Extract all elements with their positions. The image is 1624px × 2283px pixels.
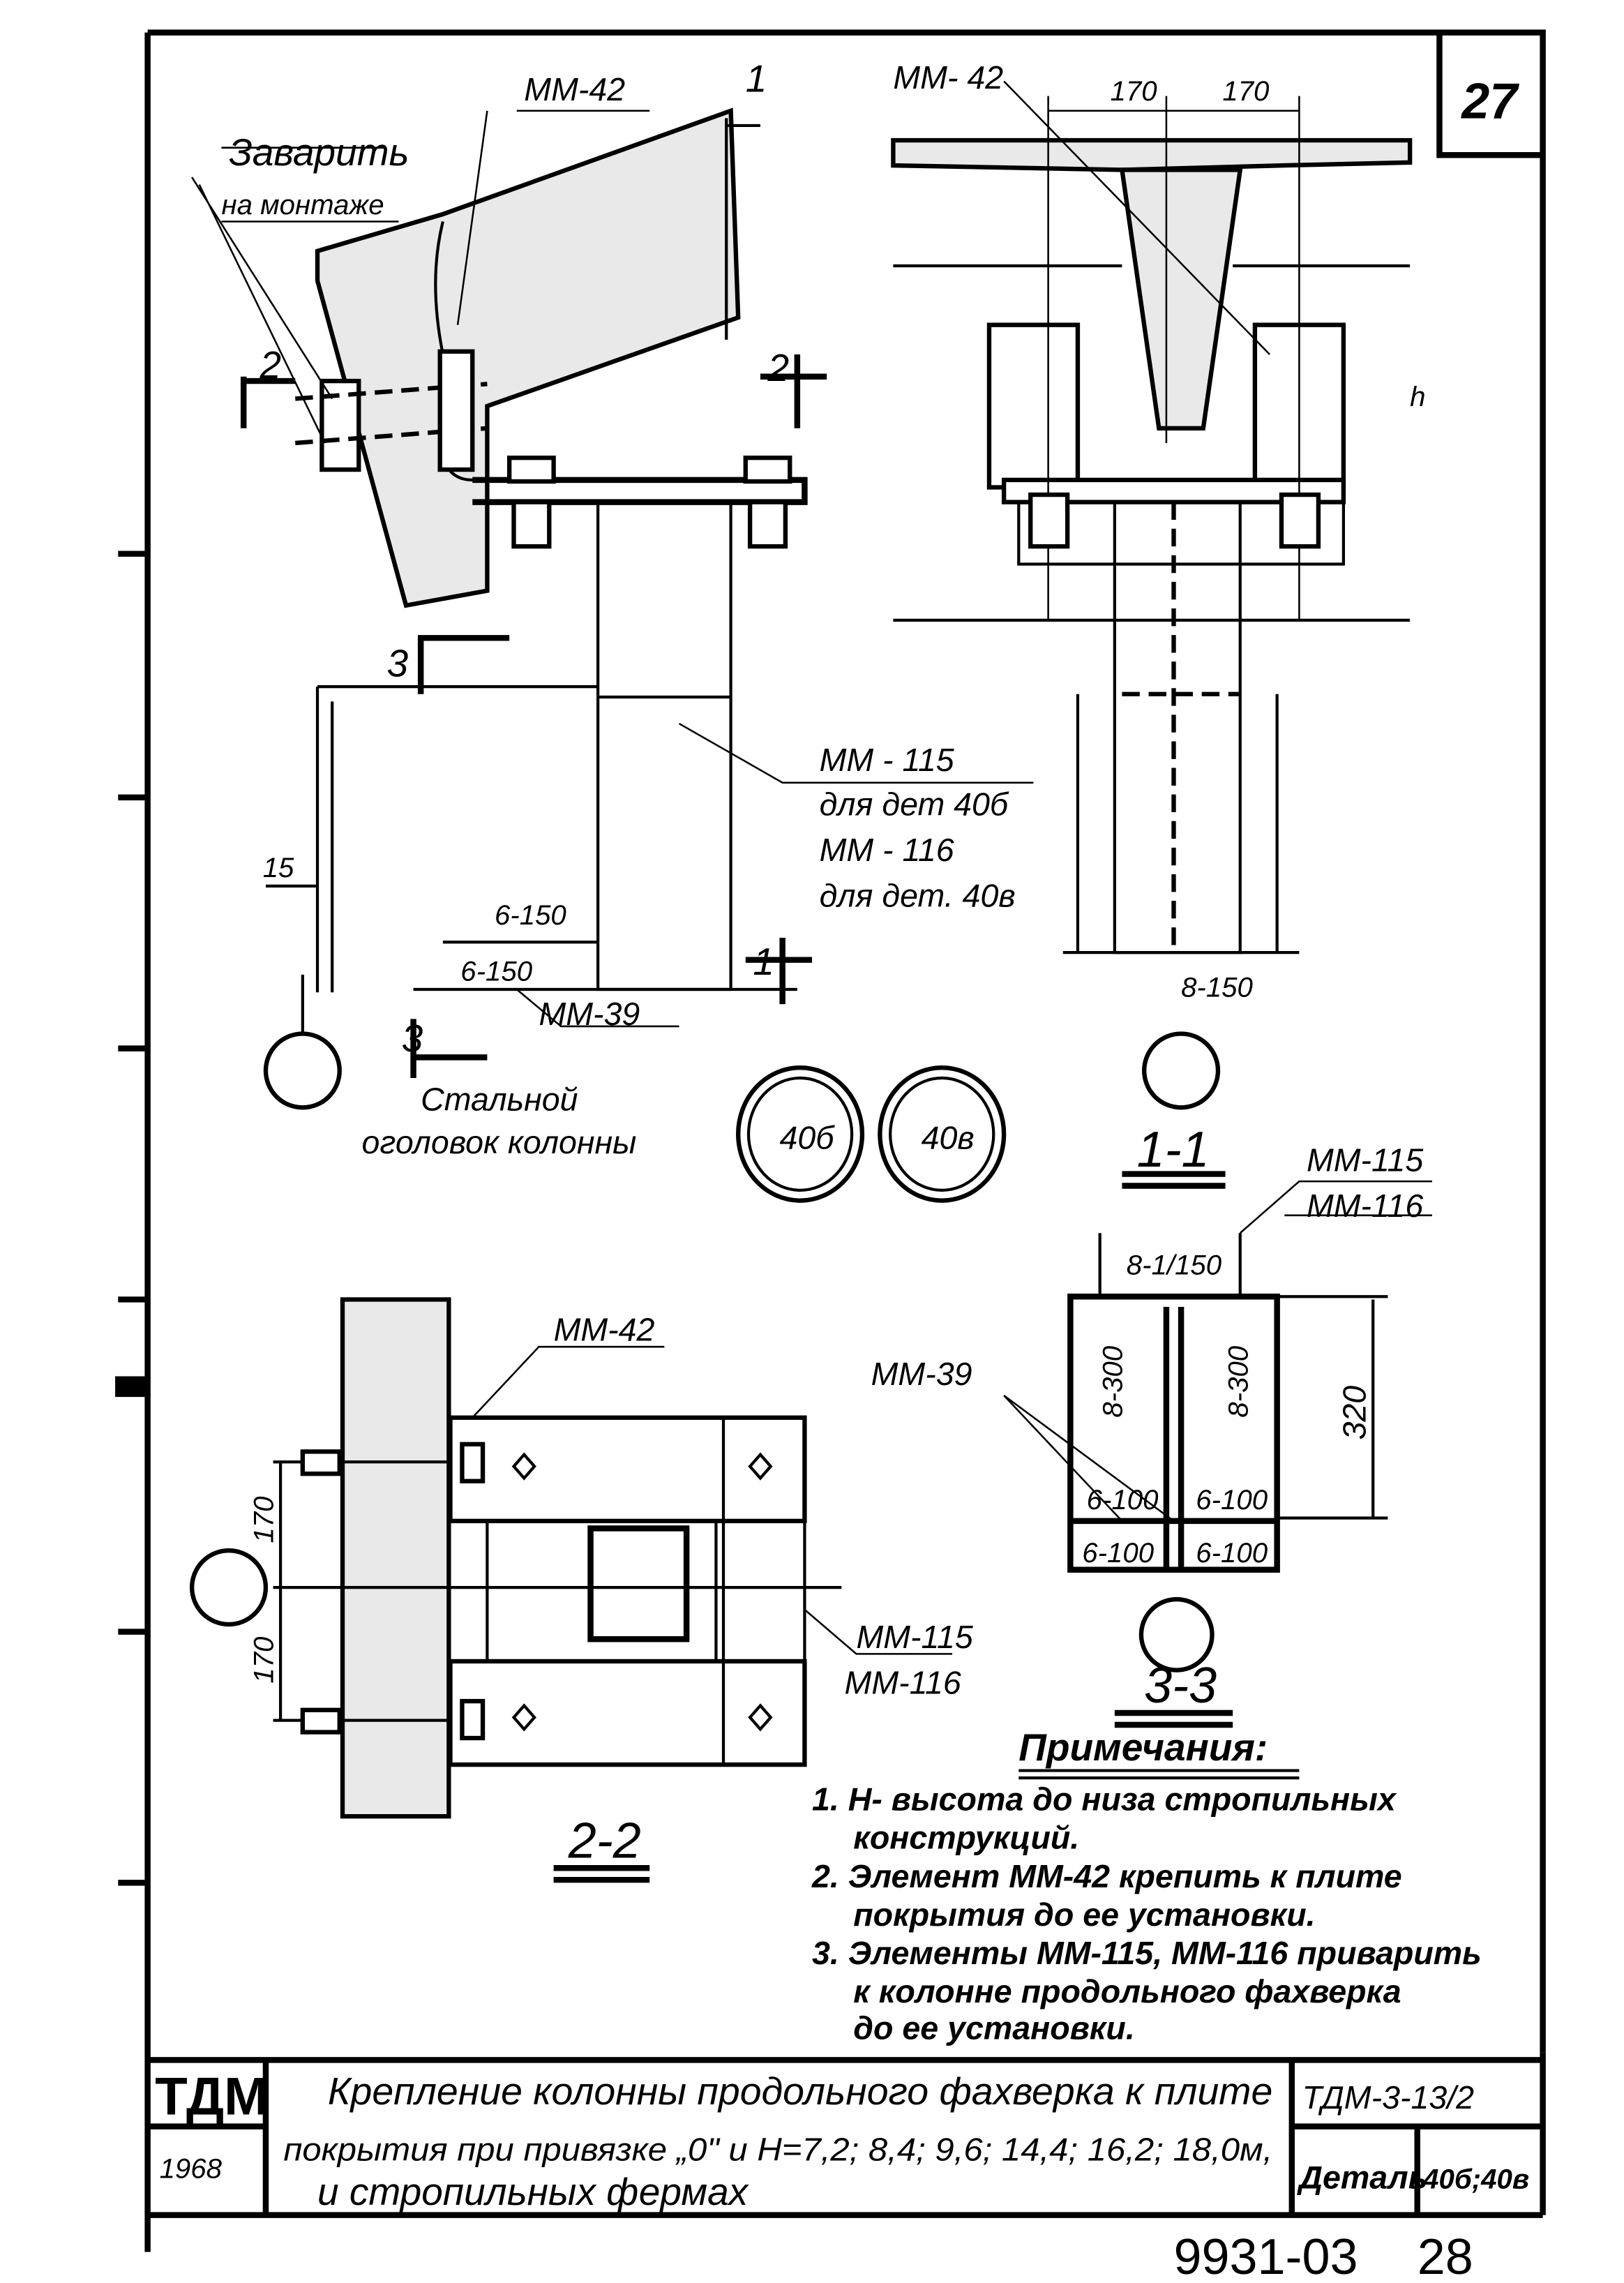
dim-170: 170 — [248, 1636, 280, 1684]
detail-marker-40b — [736, 1065, 865, 1203]
note-3: до ее установки. — [853, 2010, 1135, 2046]
note-2: покрытия до ее установки. — [853, 1896, 1315, 1933]
note-3: к колонне продольного фахверка — [853, 1973, 1401, 2009]
notes-heading: Примечания: — [1018, 1726, 1268, 1769]
weld-label: 6-100 — [1196, 1484, 1268, 1515]
view-title: 3-3 — [1144, 1658, 1217, 1714]
weld-label: 6-100 — [1082, 1537, 1154, 1569]
caption: Стальной — [421, 1081, 578, 1118]
label-weld: Заварить — [229, 130, 409, 174]
sheet-frame — [115, 29, 1546, 2252]
label-mm42: ММ-42 — [524, 71, 625, 107]
weld-label: 8-1/150 — [1127, 1249, 1222, 1280]
detail-marker-40v — [878, 1065, 1007, 1203]
detail-value: 40б;40в — [1422, 2164, 1529, 2195]
detail-label: Деталь — [1296, 2160, 1427, 2196]
cut-label: 1 — [746, 57, 767, 100]
view-3-3: ММ-115 ММ-116 8-1/150 ММ-39 8-300 8-300 … — [871, 1142, 1432, 1728]
detail-40v-label: 40в — [922, 1120, 975, 1156]
bolt — [743, 455, 792, 549]
cut-label: 3 — [402, 1017, 423, 1060]
dim-170: 170 — [248, 1496, 280, 1543]
notes: Примечания: 1. Н- высота до низа стропил… — [811, 1726, 1482, 2046]
dim-170: 170 — [1111, 75, 1158, 107]
dim-320: 320 — [1337, 1386, 1373, 1440]
cut-label: 2 — [259, 343, 281, 387]
weld-label: 6-100 — [1196, 1537, 1268, 1569]
axis-marker — [189, 1548, 269, 1627]
label-weld-site: на монтаже — [221, 189, 384, 220]
label-mm115: ММ-115 — [856, 1619, 972, 1655]
view-title: 2-2 — [568, 1813, 641, 1869]
weld-label: 6-150 — [495, 899, 566, 931]
view-2-2: ММ-42 170 170 ММ-115 ММ-116 2-2 — [189, 1297, 973, 1883]
year: 1968 — [160, 2153, 223, 2185]
page-number: 28 — [1418, 2229, 1473, 2283]
detail-40b-label: 40б — [779, 1120, 835, 1156]
label-mm42: ММ-42 — [554, 1312, 655, 1348]
doc-code: ТДМ-3-13/2 — [1302, 2079, 1475, 2116]
cut-label: 2 — [767, 346, 790, 389]
axis-marker — [1142, 1031, 1221, 1110]
note-3: 3. Элементы ММ-115, ММ-116 приварить — [812, 1935, 1482, 1971]
sheet-number: 27 — [1460, 73, 1519, 129]
title-block: ТДМ 1968 Крепление колонны продольного ф… — [147, 2052, 1546, 2218]
axis-marker — [1138, 1596, 1215, 1672]
label-mm116: ММ-116 — [1307, 1188, 1423, 1224]
sheet-number-box: 27 — [1436, 32, 1543, 158]
weld-label: 8-300 — [1097, 1345, 1128, 1417]
drawing-title: покрытия при привязке „0" и Н=7,2; 8,4; … — [283, 2131, 1272, 2167]
note-1: 1. Н- высота до низа стропильных — [812, 1781, 1397, 1818]
view-1-1: ММ- 42 170 170 h 8-150 1-1 — [891, 59, 1425, 1189]
label-for-40b: для дет 40б — [820, 786, 1009, 822]
drawing-title: Крепление колонны продольного фахверка к… — [328, 2069, 1272, 2113]
cut-label: 1 — [753, 940, 774, 983]
note-1: конструкций. — [853, 1820, 1079, 1856]
weld-label: 6-150 — [460, 955, 532, 987]
cut-label: 3 — [386, 641, 408, 684]
view-title: 1-1 — [1137, 1122, 1210, 1178]
label-mm115: ММ-115 — [1307, 1142, 1423, 1178]
dim-170: 170 — [1222, 75, 1270, 107]
bolt — [506, 455, 556, 549]
archive-number: 9931-03 — [1174, 2229, 1358, 2283]
label-mm116: ММ - 116 — [820, 832, 954, 868]
drawing-title: и стропильных фермах — [317, 2170, 750, 2213]
weld-label: 8-300 — [1222, 1345, 1254, 1417]
caption: оголовок колонны — [362, 1124, 637, 1160]
note-2: 2. Элемент ММ-42 крепить к плите — [811, 1858, 1402, 1894]
label-mm39: ММ-39 — [539, 996, 640, 1032]
label-mm39: ММ-39 — [871, 1356, 972, 1392]
break-mark: h — [1410, 381, 1425, 412]
label-mm42: ММ- 42 — [893, 59, 1003, 96]
weld-label: 8-150 — [1181, 972, 1253, 1003]
dim-15: 15 — [263, 852, 294, 883]
org-logo: ТДМ — [155, 2067, 268, 2127]
label-mm116: ММ-116 — [845, 1665, 961, 1701]
label-for-40v: для дет. 40в — [820, 877, 1016, 913]
weld-label: 6-100 — [1087, 1484, 1159, 1515]
view-top-left: ММ-42 Заварить на монтаже 1 2 2 3 ММ - 1… — [191, 57, 1034, 1203]
axis-marker — [263, 1031, 342, 1110]
label-mm115: ММ - 115 — [820, 742, 954, 778]
